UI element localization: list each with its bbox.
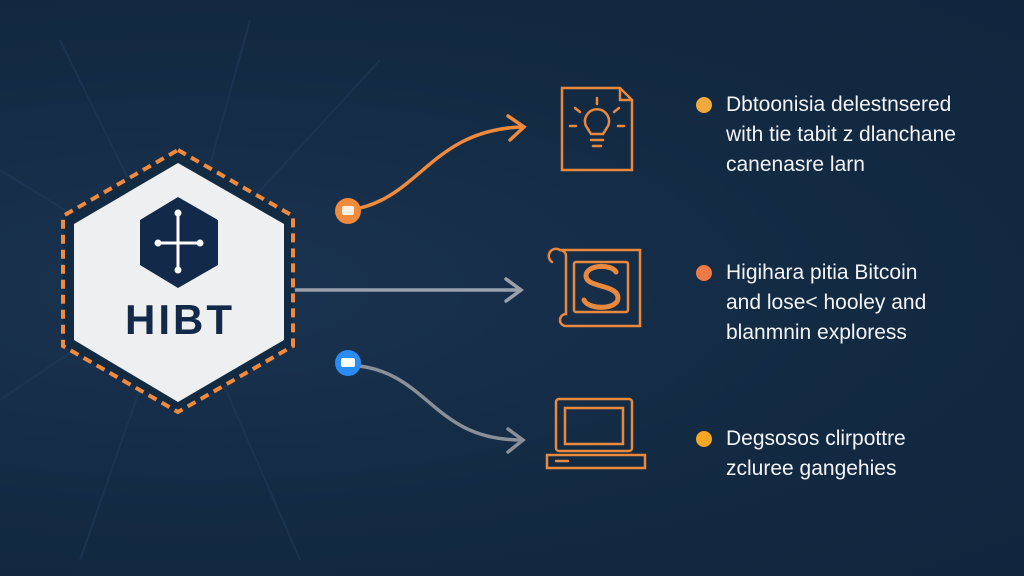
scroll-dollar-icon [547,247,642,328]
cross-icon [156,211,202,272]
orange-node-icon [335,198,361,224]
cross-nodes [154,209,204,274]
logo-text: HIBT [125,296,235,343]
laptop-icon [545,397,647,470]
bullet-dot [696,265,712,281]
blue-node-icon [335,350,361,376]
lightbulb-icon [560,86,634,172]
orange-arrow [349,125,523,212]
bullet-dot [696,431,712,447]
bullet-dot [696,97,712,113]
gray-curve-arrow [349,363,523,442]
